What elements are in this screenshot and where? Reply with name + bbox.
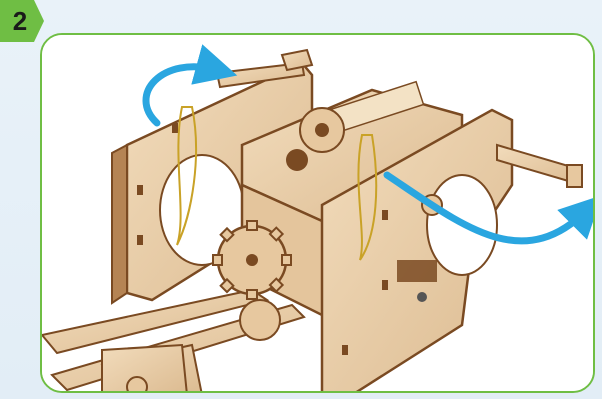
step-badge: 2 [0, 0, 46, 44]
step-number: 2 [8, 6, 32, 36]
illustration-frame [40, 33, 595, 393]
front-bracket [102, 345, 187, 393]
mechanism-illustration [42, 35, 595, 393]
